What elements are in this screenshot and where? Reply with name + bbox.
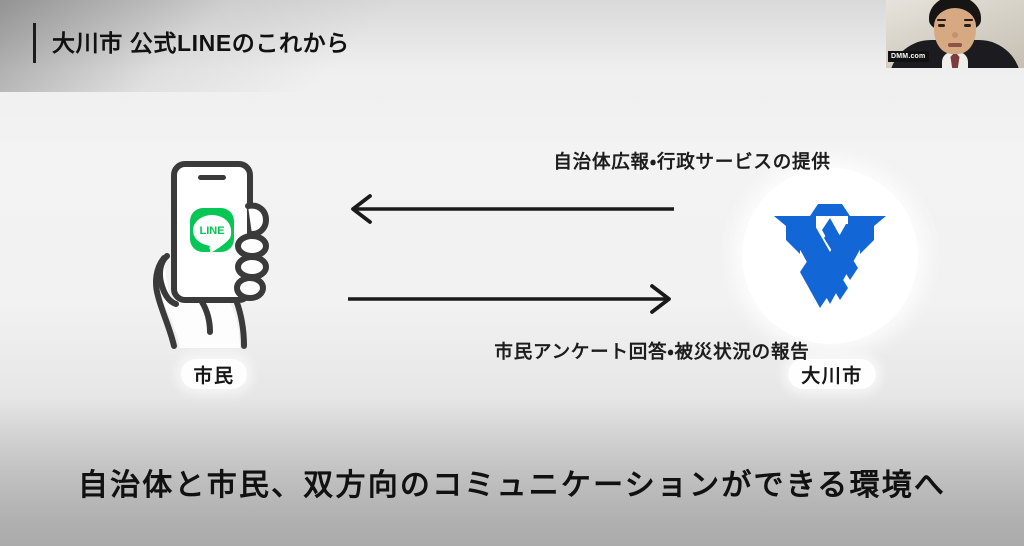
title-accent-bar <box>33 23 36 63</box>
speaker-face <box>934 8 976 54</box>
slide-title-block: 大川市 公式LINEのこれから <box>33 22 350 64</box>
arrow-label-top: 自治体広報・行政サービスの提供 <box>553 151 831 172</box>
arrow-label-bottom: 市民アンケート回答・被災状況の報告 <box>494 341 810 362</box>
svg-text:LINE: LINE <box>199 225 224 237</box>
speaker-tie <box>950 52 960 68</box>
arrow-right-pointing <box>348 282 674 316</box>
dmm-watermark: DMM.com <box>888 51 930 62</box>
city-label-pill: 大川市 <box>788 359 876 389</box>
citizen-label: 市民 <box>193 365 235 387</box>
slide-headline: 自治体と市民、双方向のコミュニケーションができる環境へ <box>77 469 947 502</box>
line-app-icon: LINE <box>190 208 234 253</box>
webcam-video-overlay[interactable]: DMM.com <box>886 0 1024 68</box>
speaker-mouth <box>948 43 962 47</box>
hand-holding-smartphone-icon: LINE <box>140 150 300 350</box>
speaker-eyebrow-right <box>964 19 973 21</box>
speaker-eye-left <box>938 24 945 27</box>
speaker-eyebrow-left <box>937 19 946 21</box>
citizen-label-pill: 市民 <box>181 359 247 389</box>
speaker-eye-right <box>964 24 971 27</box>
arrow-left-pointing <box>348 192 674 226</box>
okawa-city-emblem-icon <box>772 196 888 316</box>
speaker-nose <box>952 32 958 38</box>
page-title: 大川市 公式LINEのこれから <box>52 29 350 56</box>
city-label: 大川市 <box>801 365 863 387</box>
